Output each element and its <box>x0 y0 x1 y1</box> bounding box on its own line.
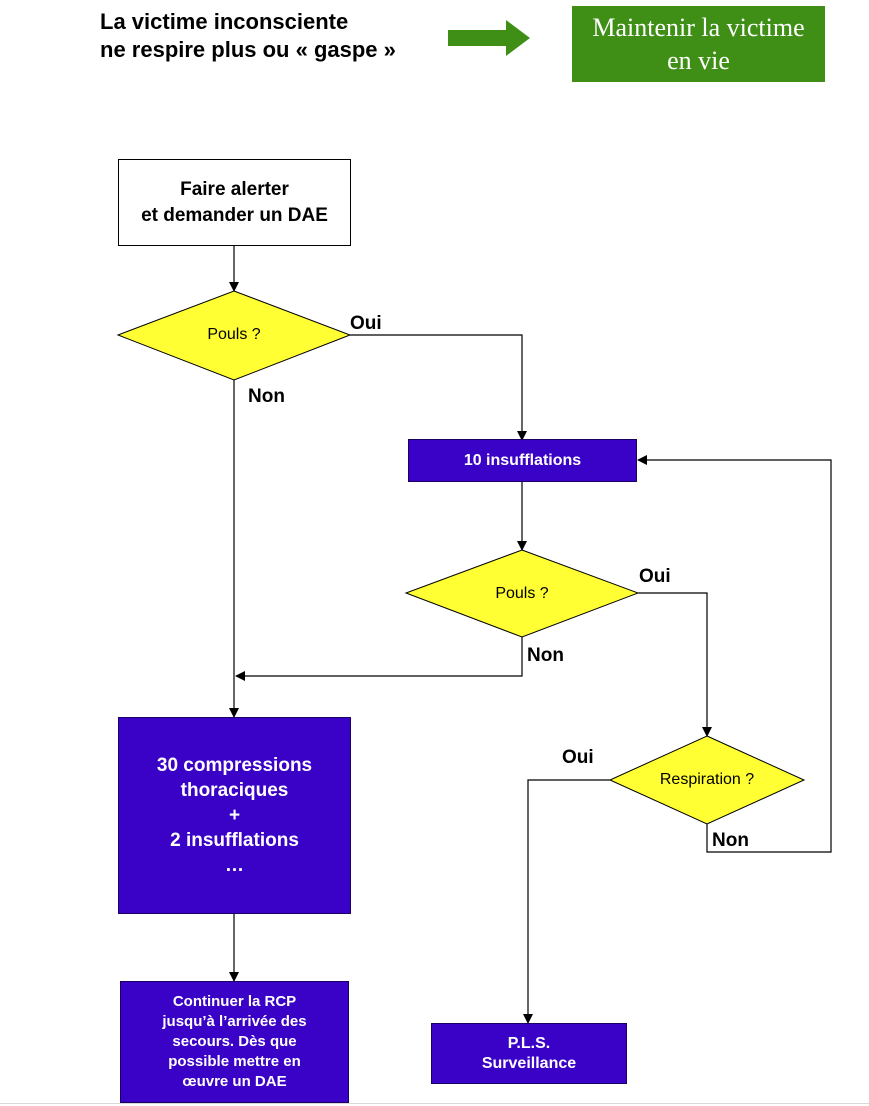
breathing-check-label: Respiration ? <box>659 771 755 788</box>
edge-label-breathing-non: Non <box>712 830 749 851</box>
connector-breathing-non <box>637 455 832 853</box>
connector-pulse2-oui <box>638 592 712 737</box>
decision-diamond-pouls-2 <box>404 549 640 638</box>
cpr-box: 30 compressions thoraciques + 2 insuffla… <box>118 717 351 914</box>
alert-box: Faire alerter et demander un DAE <box>118 159 351 246</box>
right-arrow-icon <box>448 20 530 56</box>
connector-pulse1-oui <box>350 334 527 441</box>
condition-text: La victime inconsciente ne respire plus … <box>100 9 396 62</box>
page-bottom-divider <box>0 1103 869 1104</box>
pulse-check-2-label: Pouls ? <box>495 585 549 602</box>
insufflations-box: 10 insufflations <box>408 439 637 482</box>
edge-label-pulse1-oui: Oui <box>350 313 382 334</box>
edge-label-pulse2-oui: Oui <box>639 566 671 587</box>
connector-pulse2-non <box>235 637 523 681</box>
connector-breathing-oui <box>523 779 610 1024</box>
edge-label-pulse2-non: Non <box>527 645 564 666</box>
edge-label-breathing-oui: Oui <box>562 747 594 768</box>
objective-box: Maintenir la victime en vie <box>572 6 825 82</box>
edge-label-pulse1-non: Non <box>248 386 285 407</box>
continue-cpr-box: Continuer la RCP jusqu’à l’arrivée des s… <box>120 981 349 1103</box>
decision-diamond-pouls-1 <box>116 290 352 381</box>
recovery-position-box: P.L.S. Surveillance <box>431 1023 627 1084</box>
pulse-check-1-label: Pouls ? <box>207 326 261 343</box>
decision-diamond-respiration <box>608 735 806 825</box>
